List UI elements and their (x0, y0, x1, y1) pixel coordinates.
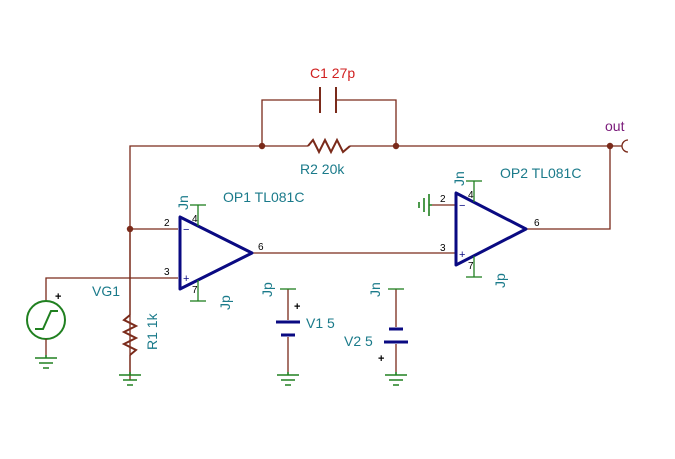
capacitor-c1[interactable]: C1 27p (310, 65, 355, 113)
wire-c1-right (336, 99, 397, 146)
r2-label: R2 20k (300, 161, 345, 177)
out-terminal-label: out (605, 118, 625, 134)
op1-pin-7: 7 (192, 285, 198, 296)
voltage-generator-vg1[interactable]: + VG1 (26, 283, 120, 355)
op2-pin-2: 2 (440, 194, 446, 205)
op1-pin-2: 2 (164, 218, 170, 229)
wire-op1-noninverting (45, 277, 178, 301)
op1-label: OP1 TL081C (223, 189, 304, 205)
junction-dot (606, 142, 614, 150)
v2-polarity: + (378, 353, 384, 365)
feedback-network (129, 99, 622, 380)
r1-label: R1 1k (144, 312, 160, 350)
op2-pin-6: 6 (534, 218, 540, 229)
v2-label: V2 5 (344, 333, 373, 349)
op1-pin-6: 6 (258, 242, 264, 253)
output-terminal[interactable]: out (605, 118, 629, 153)
resistor-r2[interactable]: R2 20k (300, 137, 351, 177)
resistor-r1[interactable]: R1 1k (121, 312, 160, 372)
op1-pin-4: 4 (192, 214, 198, 225)
c1-label: C1 27p (310, 65, 355, 81)
v1-polarity: + (294, 301, 300, 313)
junction-dot (392, 142, 400, 150)
op2-minus-sign: − (459, 200, 465, 212)
ground-symbol (385, 372, 407, 386)
battery-v2[interactable]: Jn + V2 5 (344, 282, 408, 372)
op2-supply-top-label: Jn (451, 171, 467, 186)
v1-label: V1 5 (306, 315, 335, 331)
op2-pin-7: 7 (468, 261, 474, 272)
op2-plus-sign: + (459, 249, 465, 261)
opamp-op1[interactable]: − + 2 3 6 4 7 Jn Jp OP1 TL081C (164, 189, 304, 310)
vg1-label: VG1 (92, 283, 120, 299)
op1-supply-bottom-label: Jp (217, 295, 233, 310)
v2-net-label: Jn (367, 282, 383, 297)
vg1-polarity: + (55, 291, 61, 303)
junction-dots (126, 142, 614, 233)
input-wiring (45, 146, 611, 315)
v1-net-label: Jp (259, 282, 275, 297)
ground-symbol (119, 372, 141, 386)
junction-dot (258, 142, 266, 150)
ground-symbol (418, 194, 432, 216)
op2-supply-bottom-label: Jp (492, 273, 508, 288)
battery-v1[interactable]: Jp + V1 5 (259, 282, 335, 372)
op1-supply-top-label: Jn (175, 195, 191, 210)
op2-pin-3: 3 (440, 243, 446, 254)
wire-c1-left (261, 99, 320, 146)
op1-plus-sign: + (183, 273, 189, 285)
wire-op2-output (526, 146, 611, 230)
op1-pin-3: 3 (164, 267, 170, 278)
ground-symbol (277, 372, 299, 386)
op2-pin-4: 4 (468, 190, 474, 201)
ground-symbol (35, 355, 57, 369)
op1-minus-sign: − (183, 224, 189, 236)
junction-dot (126, 225, 134, 233)
op2-label: OP2 TL081C (500, 165, 581, 181)
opamp-op2[interactable]: − + 2 3 6 4 7 Jn Jp OP2 TL081C (440, 165, 581, 288)
